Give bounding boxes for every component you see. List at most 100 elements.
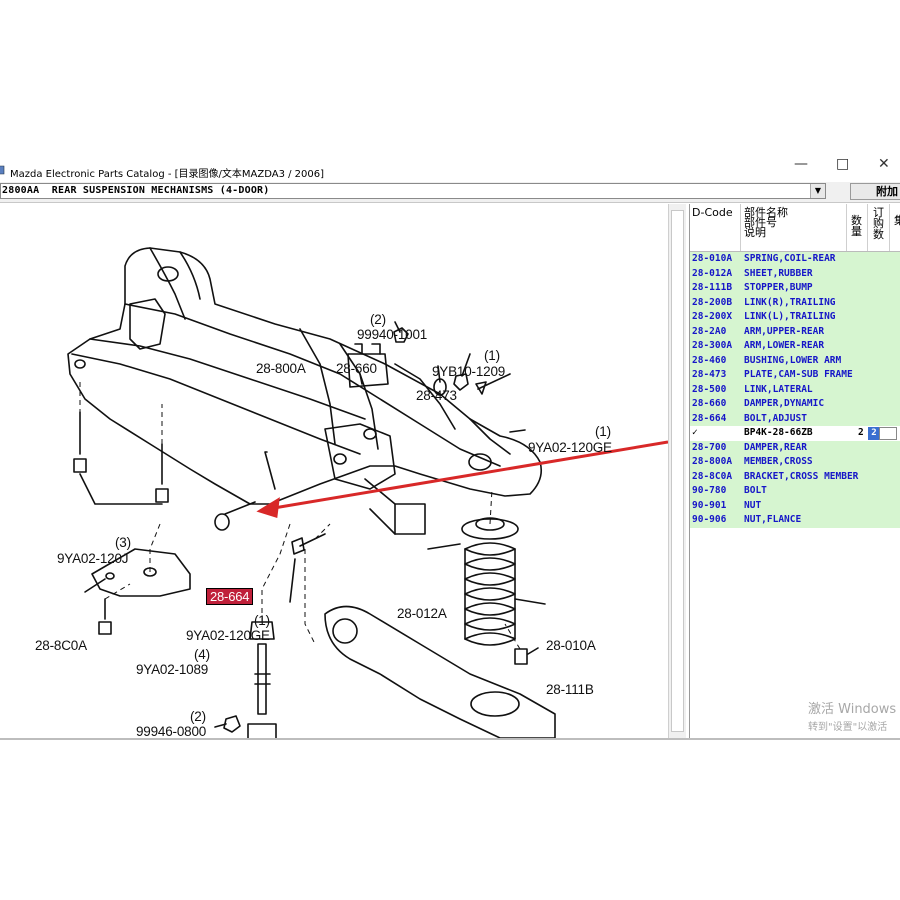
minimize-button[interactable]: —	[794, 156, 808, 172]
scrollbar-thumb[interactable]	[671, 210, 684, 732]
callout-label[interactable]: 99940-1001	[357, 327, 428, 342]
dcode-cell: 28-200X	[692, 311, 733, 322]
dcode-cell: 28-010A	[692, 253, 733, 264]
description-cell: MEMBER,CROSS	[744, 456, 813, 467]
dcode-cell: 90-901	[692, 499, 727, 511]
activation-watermark: 激活 Windows	[808, 702, 897, 717]
dcode-cell: 28-664	[692, 412, 727, 424]
title-bar: Mazda Electronic Parts Catalog - [目录图像/文…	[0, 156, 900, 183]
chevron-down-icon[interactable]: ▼	[810, 184, 825, 198]
callout-label[interactable]: 9YA02-120GE	[186, 628, 270, 643]
callout-label: (3)	[115, 535, 131, 550]
callout-label[interactable]: 28-8C0A	[35, 638, 87, 653]
suspension-drawing	[67, 247, 668, 738]
parts-list-panel: D-Code 部件名称 部件号 说明 数量 订购数 集 28-010A SPRIN…	[689, 204, 900, 738]
extra-cell[interactable]	[879, 427, 897, 440]
dcode-cell: 28-200B	[692, 296, 733, 308]
callout-label[interactable]: 28-800A	[256, 361, 306, 376]
dcode-cell: 28-660	[692, 398, 727, 409]
callout-label: (1)	[254, 613, 270, 628]
callout-label[interactable]: 28-012A	[397, 606, 447, 621]
callout-label: (2)	[190, 709, 206, 724]
callout-label[interactable]: 28-111B	[546, 682, 594, 697]
header-part-name[interactable]: 部件名称	[744, 206, 788, 219]
quantity-cell: 2	[858, 427, 864, 438]
description-cell: NUT,FLANCE	[744, 514, 802, 525]
dcode-cell: 28-300A	[692, 340, 733, 351]
table-row[interactable]: 28-200B LINK(R),TRAILING	[690, 295, 900, 310]
description-cell: BUSHING,LOWER ARM	[744, 354, 842, 366]
dcode-cell: 28-473	[692, 369, 727, 380]
dcode-cell: 28-8C0A	[692, 470, 733, 482]
callout-label[interactable]: 28-473	[416, 388, 457, 403]
dcode-cell: 28-460	[692, 354, 727, 366]
description-cell: ARM,LOWER-REAR	[744, 340, 825, 351]
table-row[interactable]: 28-800A MEMBER,CROSS	[690, 455, 900, 470]
description-cell: SPRING,COIL-REAR	[744, 253, 836, 264]
description-cell: BOLT,ADJUST	[744, 412, 807, 424]
header-description[interactable]: 说明	[744, 226, 766, 239]
checkmark-icon: ✓	[692, 427, 698, 438]
description-cell: STOPPER,BUMP	[744, 282, 813, 293]
header-order-qty[interactable]: 订购数	[873, 206, 884, 241]
callout-label: (4)	[194, 647, 210, 662]
dcode-cell: 28-500	[692, 383, 727, 395]
header-part-number[interactable]: 部件号	[744, 216, 777, 229]
parts-table-header: D-Code 部件名称 部件号 说明 数量 订购数 集	[690, 204, 900, 252]
description-cell: NUT	[744, 499, 762, 511]
illustration-code: 2800AA REAR SUSPENSION MECHANISMS (4-DOO…	[2, 185, 270, 196]
parts-illustration[interactable]: (2) 99940-1001 28-800A 28-660 (1) 9YB10-…	[0, 204, 668, 738]
table-row[interactable]: 28-664 BOLT,ADJUST	[690, 411, 900, 426]
close-button[interactable]: ✕	[878, 156, 890, 172]
callout-label[interactable]: 9YA02-120J	[57, 551, 129, 566]
dcode-cell: 28-2A0	[692, 325, 727, 337]
dcode-cell: 28-700	[692, 441, 727, 453]
window-controls: — □ ✕	[780, 156, 900, 182]
table-row[interactable]: 28-460 BUSHING,LOWER ARM	[690, 353, 900, 368]
part-number-cell: BP4K-28-66ZB	[744, 427, 813, 438]
callout-label[interactable]: 9YA02-1089	[136, 662, 209, 677]
table-row[interactable]: 90-906 NUT,FLANCE	[690, 513, 900, 528]
table-row[interactable]: 28-300A ARM,LOWER-REAR	[690, 339, 900, 354]
callout-label: (1)	[595, 424, 611, 439]
window-title: Mazda Electronic Parts Catalog - [目录图像/文…	[10, 169, 325, 180]
header-extra[interactable]: 集	[894, 214, 900, 227]
callout-label[interactable]: 9YB10-1209	[432, 364, 506, 379]
callout-label: (1)	[484, 348, 500, 363]
description-cell: DAMPER,REAR	[744, 441, 807, 453]
callout-label[interactable]: 99946-0800	[136, 724, 207, 738]
dcode-cell: 28-012A	[692, 267, 733, 279]
dcode-cell: 28-800A	[692, 456, 733, 467]
horizontal-divider	[0, 738, 900, 740]
description-cell: BOLT	[744, 485, 767, 496]
callout-label: (2)	[370, 312, 386, 327]
table-row[interactable]: 90-901 NUT	[690, 498, 900, 513]
callout-label[interactable]: 28-010A	[546, 638, 596, 653]
callout-label[interactable]: 28-660	[336, 361, 377, 376]
dcode-cell: 90-906	[692, 514, 727, 525]
highlighted-part-label[interactable]: 28-664	[206, 588, 254, 605]
header-dcode[interactable]: D-Code	[692, 206, 733, 219]
maximize-button[interactable]: □	[836, 156, 850, 172]
callout-label[interactable]: 9YA02-120GE	[528, 440, 612, 455]
description-cell: LINK(R),TRAILING	[744, 296, 836, 308]
table-row[interactable]: 28-2A0 ARM,UPPER-REAR	[690, 324, 900, 339]
add-button[interactable]: 附加	[850, 183, 900, 200]
illustration-select[interactable]: 2800AA REAR SUSPENSION MECHANISMS (4-DOO…	[0, 183, 826, 199]
vertical-scrollbar[interactable]	[668, 204, 686, 738]
table-row[interactable]: 28-010A SPRING,COIL-REAR	[690, 252, 900, 267]
app-window: Mazda Electronic Parts Catalog - [目录图像/文…	[0, 156, 900, 740]
table-row[interactable]: 28-700 DAMPER,REAR	[690, 440, 900, 455]
description-cell: ARM,UPPER-REAR	[744, 325, 825, 337]
app-icon	[0, 165, 5, 175]
header-quantity[interactable]: 数量	[851, 214, 862, 238]
